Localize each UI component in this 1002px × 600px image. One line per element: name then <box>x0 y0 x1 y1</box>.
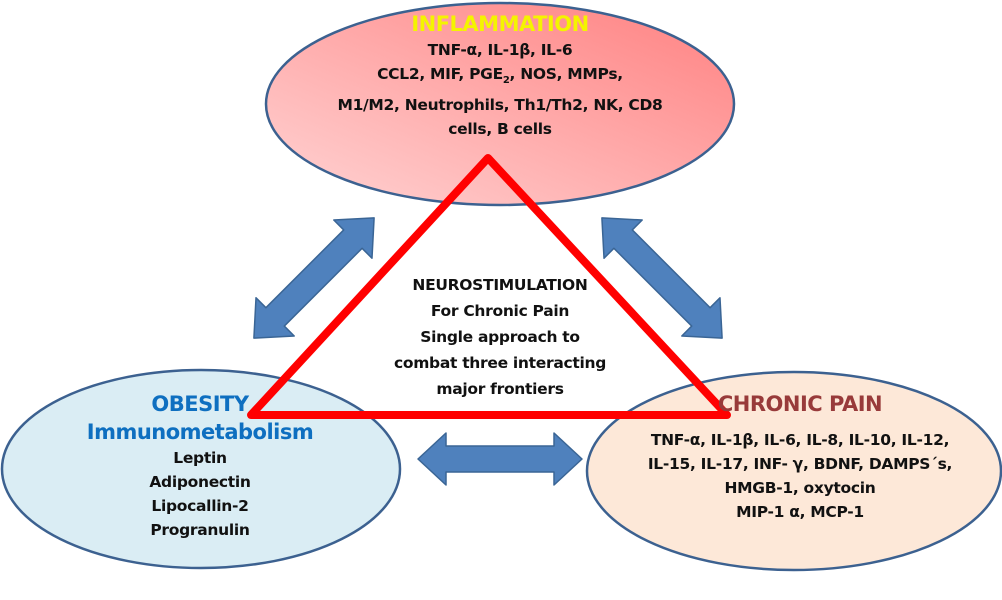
inflammation-line-3: M1/M2, Neutrophils, Th1/Th2, NK, CD8 <box>337 96 663 115</box>
chronic-pain-line-1: TNF-α, IL-1β, IL-6, IL-8, IL-10, IL-12, <box>650 431 950 449</box>
obesity-subtitle: Immunometabolism <box>86 420 314 444</box>
arrow-obesity-chronic-pain <box>417 432 583 486</box>
obesity-label: OBESITY Immunometabolism Leptin Adiponec… <box>40 390 360 542</box>
inflammation-line-4: cells, B cells <box>448 120 552 139</box>
center-line-3: Single approach to <box>420 328 580 346</box>
neurostimulation-triangle <box>247 154 731 419</box>
inflammation-line-1: TNF-α, IL-1β, IL-6 <box>427 41 573 59</box>
inflammation-ellipse <box>264 1 736 207</box>
center-line-4: combat three interacting <box>393 354 607 372</box>
chronic-pain-line-2: IL-15, IL-17, INF- γ, BDNF, DAMPS´s, <box>647 455 953 473</box>
center-line-5: major frontiers <box>436 380 564 398</box>
obesity-item: Adiponectin <box>149 473 251 491</box>
center-line-1: NEUROSTIMULATION <box>412 276 588 294</box>
obesity-item: Progranulin <box>150 521 250 539</box>
neurostimulation-label: NEUROSTIMULATION For Chronic Pain Single… <box>340 272 660 402</box>
chronic-pain-line-3: HMGB-1, oxytocin <box>724 479 876 497</box>
obesity-ellipse <box>0 368 402 570</box>
chronic-pain-ellipse <box>585 370 1002 572</box>
inflammation-line-2: CCL2, MIF, PGE2, NOS, MMPs, <box>377 65 623 87</box>
chronic-pain-line-4: MIP-1 α, MCP-1 <box>736 503 864 521</box>
arrow-inflammation-chronic-pain <box>601 217 723 339</box>
chronic-pain-label: CHRONIC PAIN TNF-α, IL-1β, IL-6, IL-8, I… <box>610 390 990 524</box>
chronic-pain-title: CHRONIC PAIN <box>717 392 883 416</box>
obesity-item: Lipocallin-2 <box>151 497 249 515</box>
arrow-inflammation-obesity <box>253 217 375 339</box>
inflammation-title: INFLAMMATION <box>411 12 589 36</box>
obesity-title: OBESITY <box>151 392 249 416</box>
center-line-2: For Chronic Pain <box>430 302 570 320</box>
obesity-item: Leptin <box>173 449 227 467</box>
inflammation-label: INFLAMMATION TNF-α, IL-1β, IL-6 CCL2, MI… <box>300 10 700 141</box>
